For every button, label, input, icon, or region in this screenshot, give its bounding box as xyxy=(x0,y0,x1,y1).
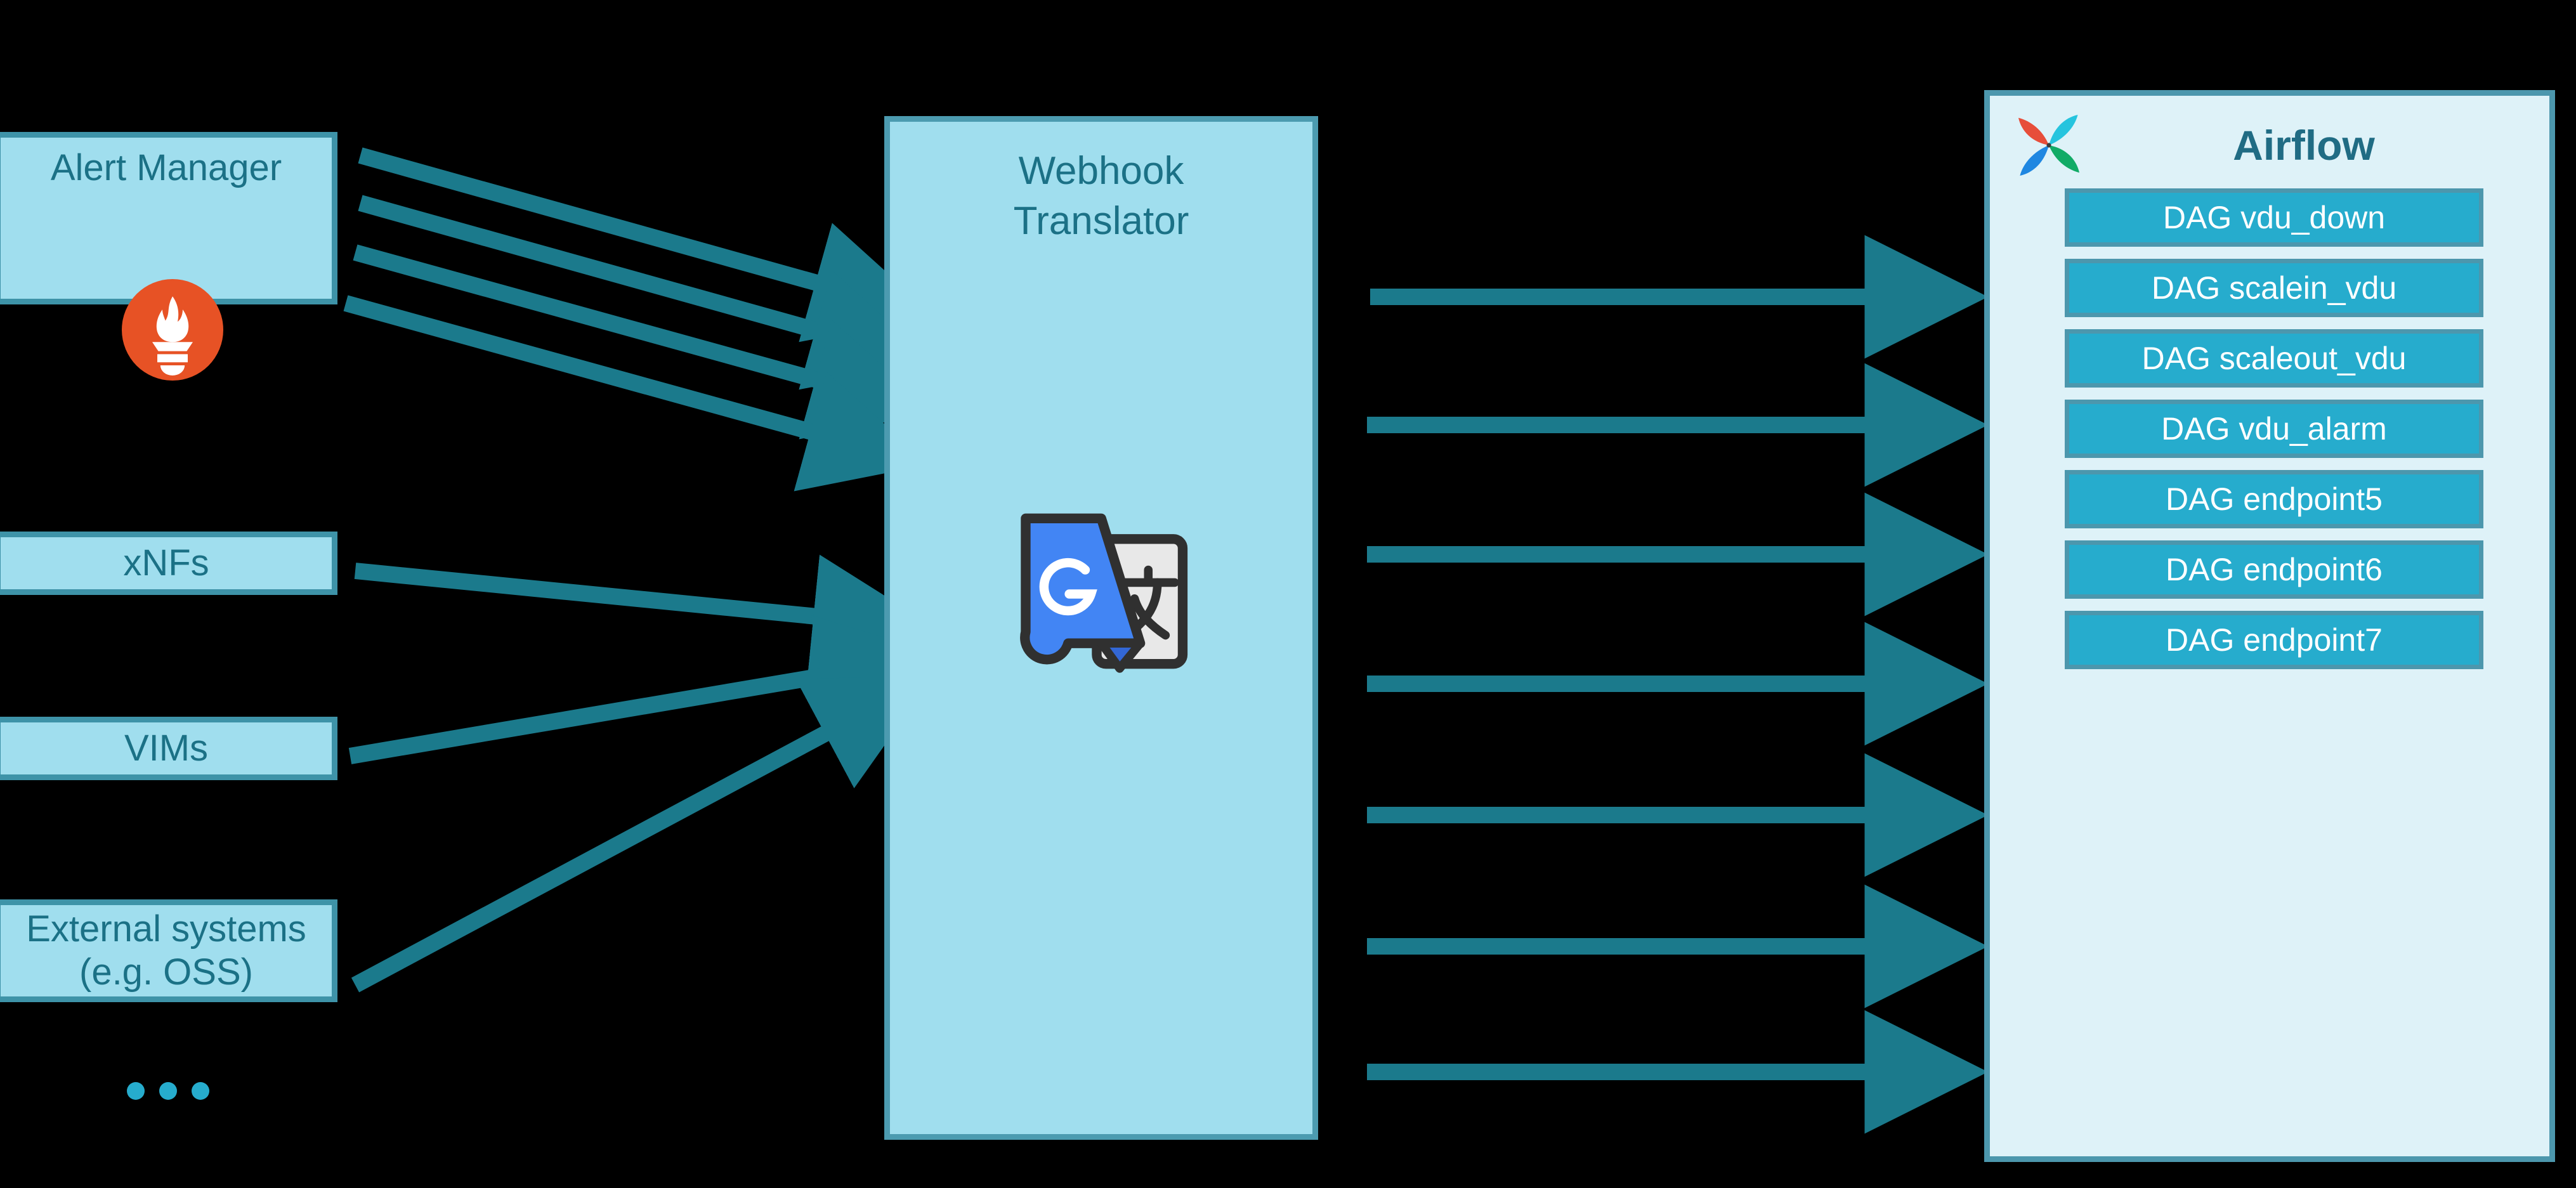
webhook-translator-box[interactable]: Webhook Translator xyxy=(884,116,1318,1140)
more-sources-ellipsis xyxy=(127,1078,209,1104)
source-label-alert-manager: Alert Manager xyxy=(50,147,282,188)
inbound-arrow-5 xyxy=(354,554,937,678)
dag-item-scalein-vdu[interactable]: DAG scalein_vdu xyxy=(2065,259,2483,317)
inbound-arrow-2 xyxy=(358,195,935,390)
source-box-alert-manager[interactable]: Alert Manager xyxy=(0,132,337,304)
ellipsis-dot xyxy=(192,1082,209,1100)
dag-label: DAG vdu_alarm xyxy=(2161,411,2387,447)
dag-item-endpoint5[interactable]: DAG endpoint5 xyxy=(2065,470,2483,528)
source-label-vims: VIMs xyxy=(124,727,209,769)
source-label-xnfs: xNFs xyxy=(123,542,209,584)
inbound-arrow-6 xyxy=(348,615,944,764)
inbound-arrow-group-other xyxy=(348,554,944,993)
dag-item-endpoint7[interactable]: DAG endpoint7 xyxy=(2065,611,2483,669)
dag-list: DAG vdu_down DAG scalein_vdu DAG scaleou… xyxy=(2065,188,2483,681)
airflow-header: Airflow xyxy=(1990,107,2549,183)
airflow-pinwheel-icon xyxy=(2018,115,2079,176)
dag-label: DAG endpoint7 xyxy=(2166,622,2383,658)
dag-label: DAG endpoint6 xyxy=(2166,552,2383,587)
webhook-translator-title: Webhook Translator xyxy=(1013,149,1189,244)
source-label-external-systems: External systems (e.g. OSS) xyxy=(26,908,306,993)
ellipsis-dot xyxy=(159,1082,177,1100)
dag-label: DAG endpoint5 xyxy=(2166,481,2383,517)
ellipsis-dot xyxy=(127,1082,145,1100)
dag-item-endpoint6[interactable]: DAG endpoint6 xyxy=(2065,540,2483,599)
outbound-arrow-group xyxy=(1367,235,1989,1134)
source-box-external-systems[interactable]: External systems (e.g. OSS) xyxy=(0,899,337,1002)
inbound-arrow-group-alertmanager xyxy=(343,147,935,492)
prometheus-icon xyxy=(122,279,223,381)
airflow-panel: Airflow DAG vdu_down DAG scalein_vdu DAG… xyxy=(1984,90,2555,1162)
dag-item-vdu-down[interactable]: DAG vdu_down xyxy=(2065,188,2483,247)
dag-label: DAG scaleout_vdu xyxy=(2141,341,2407,376)
inbound-arrow-1 xyxy=(358,147,935,343)
inbound-arrow-7 xyxy=(351,675,934,993)
inbound-arrow-4 xyxy=(343,295,930,492)
dag-item-scaleout-vdu[interactable]: DAG scaleout_vdu xyxy=(2065,329,2483,388)
dag-label: DAG scalein_vdu xyxy=(2151,270,2397,306)
dag-label: DAG vdu_down xyxy=(2162,200,2386,235)
inbound-arrow-3 xyxy=(353,244,935,440)
dag-item-vdu-alarm[interactable]: DAG vdu_alarm xyxy=(2065,400,2483,458)
airflow-title: Airflow xyxy=(2233,122,2375,169)
source-box-xnfs[interactable]: xNFs xyxy=(0,532,337,595)
source-box-vims[interactable]: VIMs xyxy=(0,717,337,780)
google-translate-icon xyxy=(1020,513,1188,673)
